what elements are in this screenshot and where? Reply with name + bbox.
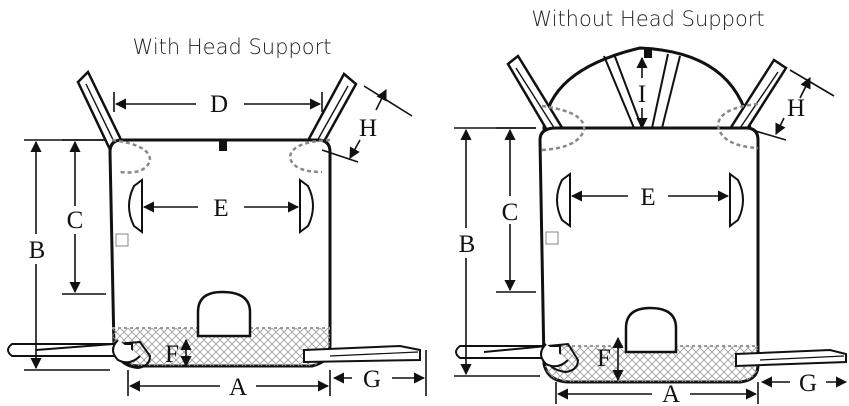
right-label-b: B xyxy=(459,231,476,258)
left-label-square xyxy=(115,233,129,247)
right-sling-diagram: Without Head Support xyxy=(454,7,848,406)
right-corner-dash-left xyxy=(541,104,586,152)
right-label-i: I xyxy=(638,81,646,108)
right-leg-hatch xyxy=(542,346,758,382)
left-label-e: E xyxy=(213,195,228,222)
right-label-h: H xyxy=(787,95,805,122)
left-leg-strap-left xyxy=(7,339,152,370)
right-leg-strap-right xyxy=(735,348,847,368)
left-label-f: F xyxy=(165,341,179,368)
right-top-tab xyxy=(644,48,652,58)
left-corner-dash-right xyxy=(288,138,331,174)
left-label-c: C xyxy=(67,207,84,234)
right-head-stitching xyxy=(603,53,681,129)
right-label-square xyxy=(545,231,559,245)
left-title: With Head Support xyxy=(133,35,332,59)
right-label-c: C xyxy=(502,199,519,226)
right-clip-right xyxy=(729,172,744,228)
right-label-f: F xyxy=(597,345,611,372)
left-leg-hatch xyxy=(112,328,330,366)
left-commode-cutout xyxy=(196,290,252,338)
left-label-h: H xyxy=(359,115,377,142)
right-label-a: A xyxy=(662,381,680,406)
left-top-tab xyxy=(219,141,227,151)
right-title: Without Head Support xyxy=(531,7,764,31)
left-leg-strap-right xyxy=(303,344,421,364)
right-clip-left xyxy=(556,172,571,228)
left-label-b: B xyxy=(29,237,46,264)
left-label-a: A xyxy=(229,374,247,401)
left-label-d: D xyxy=(210,91,228,118)
left-label-g: G xyxy=(363,366,381,393)
left-clip-left xyxy=(128,178,143,234)
right-label-e: E xyxy=(640,184,655,211)
right-commode-cutout xyxy=(624,306,678,354)
right-leg-strap-left xyxy=(455,342,580,374)
right-label-g: G xyxy=(799,370,817,397)
left-clip-right xyxy=(299,178,314,234)
right-corner-dash-right xyxy=(716,102,759,150)
right-head-support xyxy=(542,46,752,130)
left-sling-diagram: With Head Support xyxy=(7,35,427,401)
